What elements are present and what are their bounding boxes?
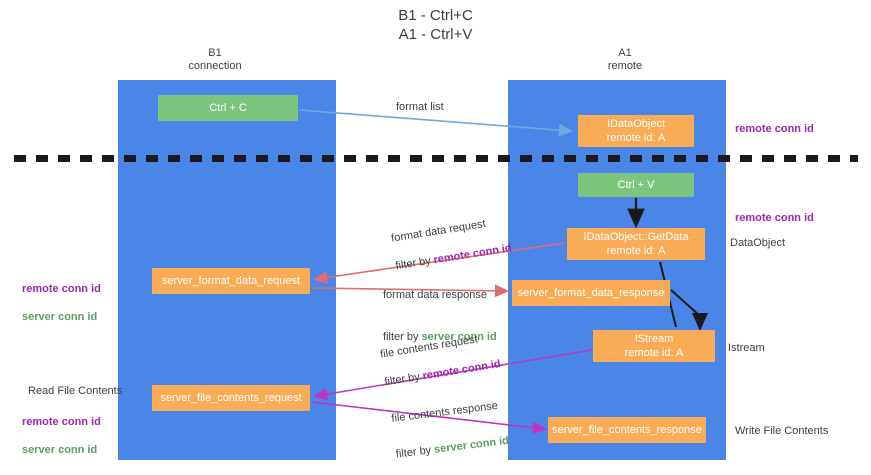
filter-key-remote-conn-id: remote conn id <box>421 358 502 383</box>
edge-label-format-data-request-line1: format data request <box>390 217 487 245</box>
edge-format-data-request <box>312 242 566 284</box>
annotation-legend-file: remote conn id server conn id <box>22 401 101 471</box>
filter-key-server-conn-id: server conn id <box>421 331 497 343</box>
edge-label-file-contents-request-line1: file contents request <box>379 333 479 361</box>
edge-label-file-contents-response-line2: filter by server conn id <box>395 434 510 462</box>
filter-key-remote-conn-id: remote conn id <box>432 242 513 267</box>
column-header-b1: B1 connection <box>188 47 242 72</box>
filter-prefix: filter by <box>383 331 422 343</box>
edge-format-list <box>298 109 574 137</box>
node-server-file-contents-response[interactable]: server_file_contents_response <box>548 417 706 443</box>
annotation-write-file-contents: Write File Contents <box>735 425 829 437</box>
edge-label-format-data-request-line2: filter by remote conn id <box>395 241 513 273</box>
annotation-dataobject: DataObject <box>730 237 786 249</box>
edge-label-file-contents-response-line1: file contents response <box>390 399 499 425</box>
annotation-read-file-contents: Read File Contents <box>28 385 123 397</box>
edge-label-format-list: format list <box>396 101 444 113</box>
edge-label-format-data-response-line2: filter by server conn id <box>383 330 497 344</box>
edge-file-contents-response <box>311 401 548 435</box>
diagram-title: B1 - Ctrl+C A1 - Ctrl+V <box>398 7 473 43</box>
annotation-remote-conn-id-mid: remote conn id <box>735 212 814 224</box>
node-ctrl-c[interactable]: Ctrl + C <box>158 95 298 121</box>
legend-remote-conn-id: remote conn id <box>22 283 101 295</box>
node-server-file-contents-request[interactable]: server_file_contents_request <box>152 385 310 411</box>
edge-response-to-istream <box>670 289 708 331</box>
edge-label-file-contents-request-line2: filter by remote conn id <box>384 357 502 389</box>
legend-remote-conn-id: remote conn id <box>22 416 101 428</box>
legend-server-conn-id: server conn id <box>22 311 98 323</box>
edge-format-data-response <box>311 284 510 298</box>
edge-label-format-data-response: format data response filter by server co… <box>383 274 497 358</box>
annotation-remote-conn-id-top: remote conn id <box>735 123 814 135</box>
edge-file-contents-request <box>312 349 593 401</box>
annotation-legend-format: remote conn id server conn id <box>22 268 101 338</box>
node-istream[interactable]: IStream remote id: A <box>593 330 715 362</box>
legend-server-conn-id: server conn id <box>22 444 98 456</box>
filter-prefix: filter by <box>394 254 435 273</box>
node-idataobject[interactable]: IDataObject remote id: A <box>578 115 694 147</box>
edge-label-format-data-response-line1: format data response <box>383 289 487 301</box>
node-ctrl-v[interactable]: Ctrl + V <box>578 173 694 197</box>
node-server-format-data-request[interactable]: server_format_data_request <box>152 268 310 294</box>
filter-prefix: filter by <box>395 443 435 461</box>
node-server-format-data-response[interactable]: server_format_data_response <box>512 280 670 306</box>
column-header-a1: A1 remote <box>607 47 643 72</box>
phase-separator-dashed-line <box>14 155 858 162</box>
filter-key-server-conn-id: server conn id <box>433 434 510 456</box>
edge-label-file-contents-response: file contents response filter by server … <box>389 384 511 475</box>
annotation-istream: Istream <box>728 342 765 354</box>
node-idataobject-getdata[interactable]: IDataObject::GetData remote id: A <box>567 228 705 260</box>
filter-prefix: filter by <box>383 370 424 389</box>
